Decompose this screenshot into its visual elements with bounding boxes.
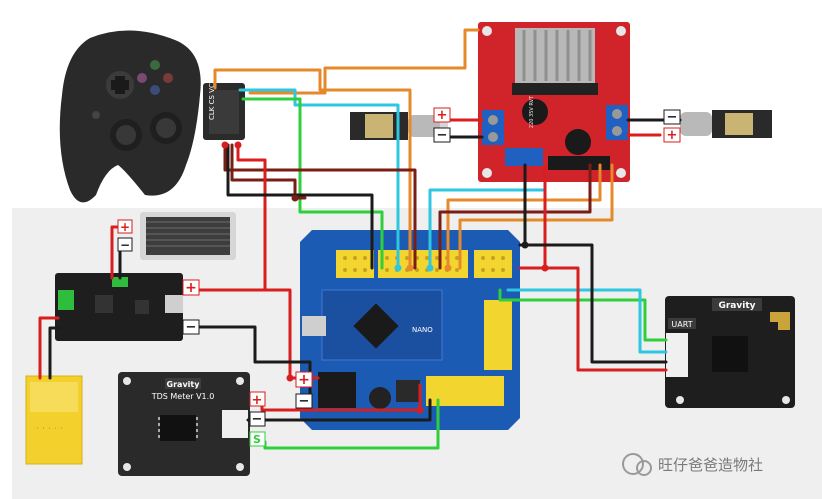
badge-signal-tds: S — [249, 431, 266, 447]
polarity-badges: + − − + + − + − — [117, 107, 681, 447]
wire-black-battery — [48, 326, 62, 380]
tds-meter-module: Gravity TDS Meter V1.0 — [118, 372, 250, 476]
svg-text:+: + — [437, 108, 448, 123]
wire-black-tds — [246, 398, 432, 422]
wire-cyan-1 — [238, 88, 400, 270]
shield-capacitor — [369, 387, 391, 409]
solar-panel — [140, 212, 236, 260]
svg-text:+: + — [252, 393, 263, 408]
header-side — [484, 300, 512, 370]
capacitor-right — [565, 129, 591, 155]
badge-plus-tds: + — [249, 391, 266, 408]
tds-title-label: TDS Meter V1.0 — [151, 392, 215, 401]
badge-plus-solar: + — [117, 219, 133, 234]
nano-expansion-shield: NANO — [300, 230, 520, 430]
gamepad-receiver: CLK CS VCC GND DAT CMD — [203, 25, 245, 140]
badge-minus-motor-r: − — [663, 109, 681, 125]
badge-minus-shield: − — [295, 393, 313, 409]
badge-plus-motor-l: + — [433, 107, 451, 123]
svg-text:−: − — [252, 412, 263, 427]
driver-header — [548, 156, 610, 170]
solar-power-manager — [55, 273, 183, 341]
capacitor-left-label: 220 35V RVT — [529, 95, 535, 128]
square-button-icon — [137, 73, 147, 83]
power-terminal — [505, 148, 543, 166]
svg-text:−: − — [667, 110, 678, 125]
badge-plus-motor-r: + — [663, 127, 681, 143]
svg-text:+: + — [120, 220, 130, 234]
motor-driver-module: 220 35V RVT — [478, 22, 630, 182]
motor-right — [680, 110, 772, 138]
tds-connector — [222, 410, 248, 438]
svg-text:−: − — [120, 238, 130, 252]
wire-cyan-uart — [506, 288, 668, 354]
dc-jack — [318, 372, 356, 408]
wire-darkred-1 — [223, 143, 417, 270]
wire-red-uart — [518, 266, 668, 372]
badge-plus-power: + — [182, 279, 200, 296]
wire-orange-4 — [458, 163, 614, 270]
battery: · · · · · — [25, 375, 83, 465]
header-right — [474, 250, 512, 278]
svg-text:+: + — [667, 128, 678, 143]
wechat-icon — [622, 453, 644, 475]
gravity-uart-module: Gravity UART — [665, 296, 795, 408]
badge-plus-shield: + — [295, 371, 313, 388]
uart-connector — [666, 333, 688, 377]
badge-minus-solar: − — [117, 237, 133, 252]
uart-label: UART — [671, 320, 692, 329]
svg-text:+: + — [298, 372, 310, 388]
nano-label: NANO — [412, 326, 433, 334]
wire-green-uart — [498, 288, 668, 342]
wire-black-1 — [226, 143, 374, 270]
tds-brand-label: Gravity — [167, 380, 201, 389]
wire-black-uart — [518, 243, 668, 364]
junction-dots — [221, 141, 549, 414]
svg-text:−: − — [299, 394, 310, 409]
gamepad-pin-label: CLK CS VCC GND DAT CMD — [208, 25, 216, 120]
watermark: 旺仔爸爸造物社 — [622, 453, 763, 476]
heatsink — [515, 28, 595, 83]
triangle-button-icon — [150, 60, 160, 70]
svg-text:+: + — [185, 280, 197, 296]
gravity-brand-label: Gravity — [718, 301, 755, 311]
gamepad — [59, 30, 201, 203]
usb-port — [302, 316, 326, 336]
header-left — [336, 250, 374, 278]
badge-minus-tds: − — [249, 411, 266, 427]
wire-darkred-3 — [438, 163, 592, 270]
svg-text:· · · · ·: · · · · · — [36, 426, 63, 432]
cross-button-icon — [150, 85, 160, 95]
out1-terminal — [482, 110, 504, 145]
badge-minus-power: − — [182, 319, 200, 335]
svg-text:−: − — [186, 320, 197, 335]
badge-minus-motor-l: − — [433, 127, 451, 143]
wire-red-battery — [38, 316, 60, 380]
wire-green-1 — [241, 97, 384, 270]
out2-terminal — [606, 105, 628, 140]
circle-button-icon — [163, 73, 173, 83]
watermark-text: 旺仔爸爸造物社 — [658, 456, 763, 474]
header-top — [378, 250, 468, 278]
wire-orange-2 — [248, 28, 480, 95]
svg-text:−: − — [437, 128, 448, 143]
capacitor-left — [522, 99, 548, 125]
svg-text:S: S — [253, 433, 261, 446]
wire-orange-1 — [213, 68, 412, 270]
